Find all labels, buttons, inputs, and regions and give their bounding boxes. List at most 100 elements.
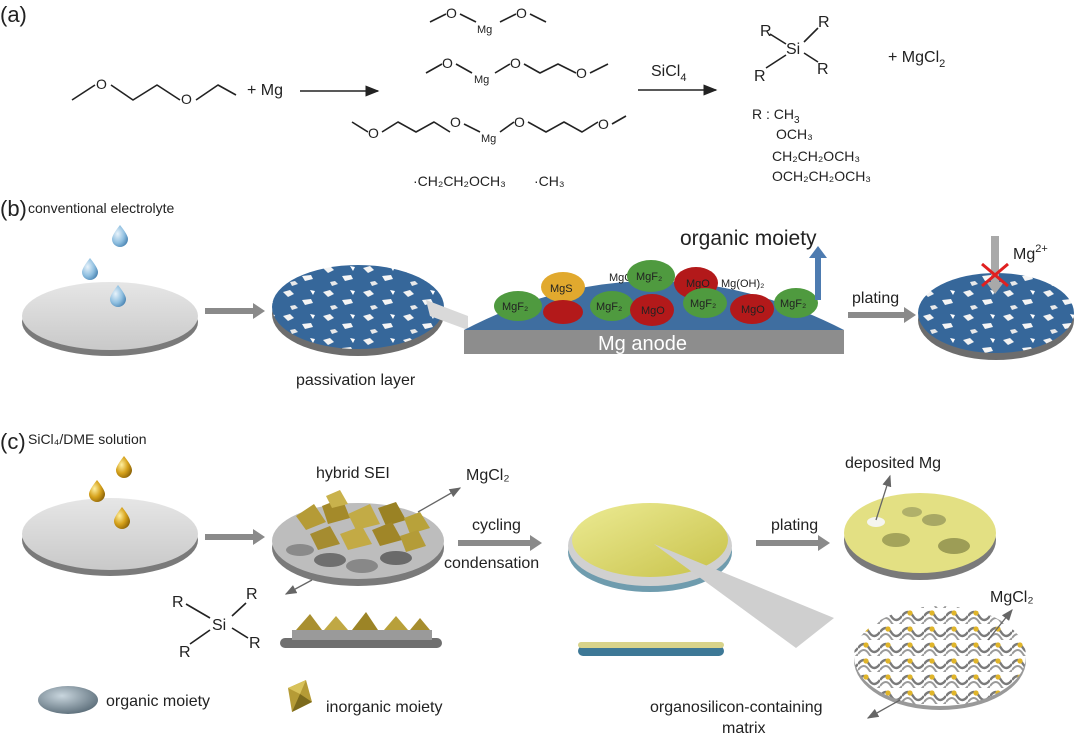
svg-text:MgF₂: MgF₂: [636, 271, 662, 283]
svg-text:O: O: [576, 65, 587, 81]
legend: organic moiety inorganic moiety: [38, 680, 443, 716]
svg-text:MgF₂: MgF₂: [596, 301, 622, 313]
species-mgf2: [590, 291, 634, 321]
matrix-label-line-1: organosilicon-containing: [650, 699, 823, 716]
sei-side-view: [280, 612, 442, 648]
bare-mg-disk: [22, 282, 198, 356]
electrolyte-droplet: [110, 285, 126, 307]
sir4-structure-c: R R Si R R: [172, 586, 261, 661]
svg-text:O: O: [446, 5, 457, 21]
mg-ion-arrow: [991, 236, 999, 282]
blocked-disk: [918, 273, 1074, 360]
process-arrow: [756, 535, 830, 551]
zoom-wedge: [654, 544, 834, 648]
solution-droplet: [116, 456, 132, 478]
hybrid-sei-disk: [272, 490, 444, 586]
species-mgs: [541, 272, 585, 302]
svg-text:R: R: [249, 635, 261, 652]
species-mgo: [630, 294, 674, 326]
svg-text:MgF₂: MgF₂: [690, 298, 716, 310]
svg-text:R: R: [754, 68, 766, 85]
condensation-label: condensation: [444, 555, 539, 572]
svg-text:O: O: [450, 114, 461, 130]
process-arrow: [205, 303, 265, 319]
plus-mg-label: + Mg: [247, 82, 283, 99]
radical-2: ·CH₃: [534, 173, 565, 189]
sir4-product: R R Si R R: [754, 14, 830, 85]
electrolyte-droplet: [112, 225, 128, 247]
svg-text:MgO: MgO: [686, 278, 710, 290]
svg-text:Mg: Mg: [481, 133, 496, 145]
mg-intermediate-2: O Mg O O: [425, 55, 609, 86]
sei-species: MgF₂ MgS MgCO₃ MgF₂ MgO MgF₂ MgO Mg(OH)₂…: [494, 260, 818, 326]
mg-ion-label: Mg2+: [1013, 243, 1048, 263]
plating-label-b: plating: [852, 290, 899, 307]
panel-b-tag: (b): [0, 196, 27, 221]
conventional-electrolyte-label: conventional electrolyte: [28, 200, 175, 216]
svg-text:MgF₂: MgF₂: [502, 301, 528, 313]
r-definition-2: OCH₃: [776, 126, 813, 142]
r-definition-4: OCH₂CH₂OCH₃: [772, 168, 871, 184]
species-mgo: [543, 300, 583, 324]
r-definition-3: CH₂CH₂OCH₃: [772, 148, 860, 164]
species-mgf2: [774, 288, 818, 318]
svg-text:R: R: [179, 644, 191, 661]
panel-c-tag: (c): [0, 429, 26, 454]
mg-intermediate-3: O O Mg O O: [351, 114, 627, 145]
species-mgf2: [683, 288, 727, 318]
dme-molecule: O O: [71, 76, 237, 107]
mgcl2-bottom-label: MgCl₂: [990, 589, 1034, 606]
radical-1: ·CH₂CH₂OCH₃: [413, 173, 506, 189]
r-definition-1: R : CH3: [752, 106, 800, 126]
svg-text:O: O: [368, 125, 379, 141]
mg-intermediate-1: O Mg O: [429, 5, 547, 36]
svg-text:R: R: [172, 594, 184, 611]
plating-label-c: plating: [771, 517, 818, 534]
svg-text:MgS: MgS: [550, 283, 573, 295]
mg-anode-label: Mg anode: [598, 333, 687, 355]
deposited-mg-disk: [844, 493, 996, 580]
electrolyte-droplet: [82, 258, 98, 280]
svg-text:R: R: [818, 14, 830, 31]
solution-droplet: [89, 480, 105, 502]
passivated-disk: [272, 265, 444, 356]
svg-text:R: R: [246, 586, 258, 603]
process-arrow: [458, 535, 542, 551]
svg-text:MgF₂: MgF₂: [780, 298, 806, 310]
mgcl2-top-label: MgCl₂: [466, 467, 510, 484]
condensed-side-view: [578, 642, 724, 656]
matrix-label-line-2: matrix: [722, 720, 766, 737]
organosilicon-matrix: [854, 606, 1026, 710]
bare-mg-disk-c: [22, 498, 198, 576]
reagent-sicl4: SiCl4: [651, 63, 686, 84]
species-mgf2: [627, 260, 675, 292]
svg-text:Mg: Mg: [477, 24, 492, 36]
svg-text:Si: Si: [212, 617, 226, 634]
svg-text:R: R: [817, 61, 829, 78]
legend-organic-label: organic moiety: [106, 693, 210, 710]
blocked-cross-icon: [981, 262, 1009, 288]
legend-inorganic-swatch: [288, 680, 312, 712]
plus-mgcl2: + MgCl2: [888, 49, 945, 70]
organic-moiety-arrow: [809, 246, 827, 300]
cycling-label: cycling: [472, 517, 521, 534]
passivation-layer-label: passivation layer: [296, 372, 416, 389]
organic-moiety-label: organic moiety: [680, 227, 817, 250]
svg-text:O: O: [516, 5, 527, 21]
solution-droplet: [114, 507, 130, 529]
svg-text:R: R: [760, 23, 772, 40]
panel-a-tag: (a): [0, 2, 27, 27]
deposited-mg-label: deposited Mg: [845, 455, 941, 472]
svg-text:MgO: MgO: [641, 305, 665, 317]
svg-text:MgO: MgO: [741, 304, 765, 316]
process-arrow: [848, 307, 916, 323]
zoom-wedge: [426, 300, 468, 330]
svg-text:Si: Si: [786, 41, 800, 58]
svg-text:O: O: [510, 55, 521, 71]
process-arrow: [205, 529, 265, 545]
svg-text:O: O: [514, 114, 525, 130]
svg-text:O: O: [598, 116, 609, 132]
hybrid-sei-label: hybrid SEI: [316, 465, 390, 482]
legend-inorganic-label: inorganic moiety: [326, 699, 443, 716]
